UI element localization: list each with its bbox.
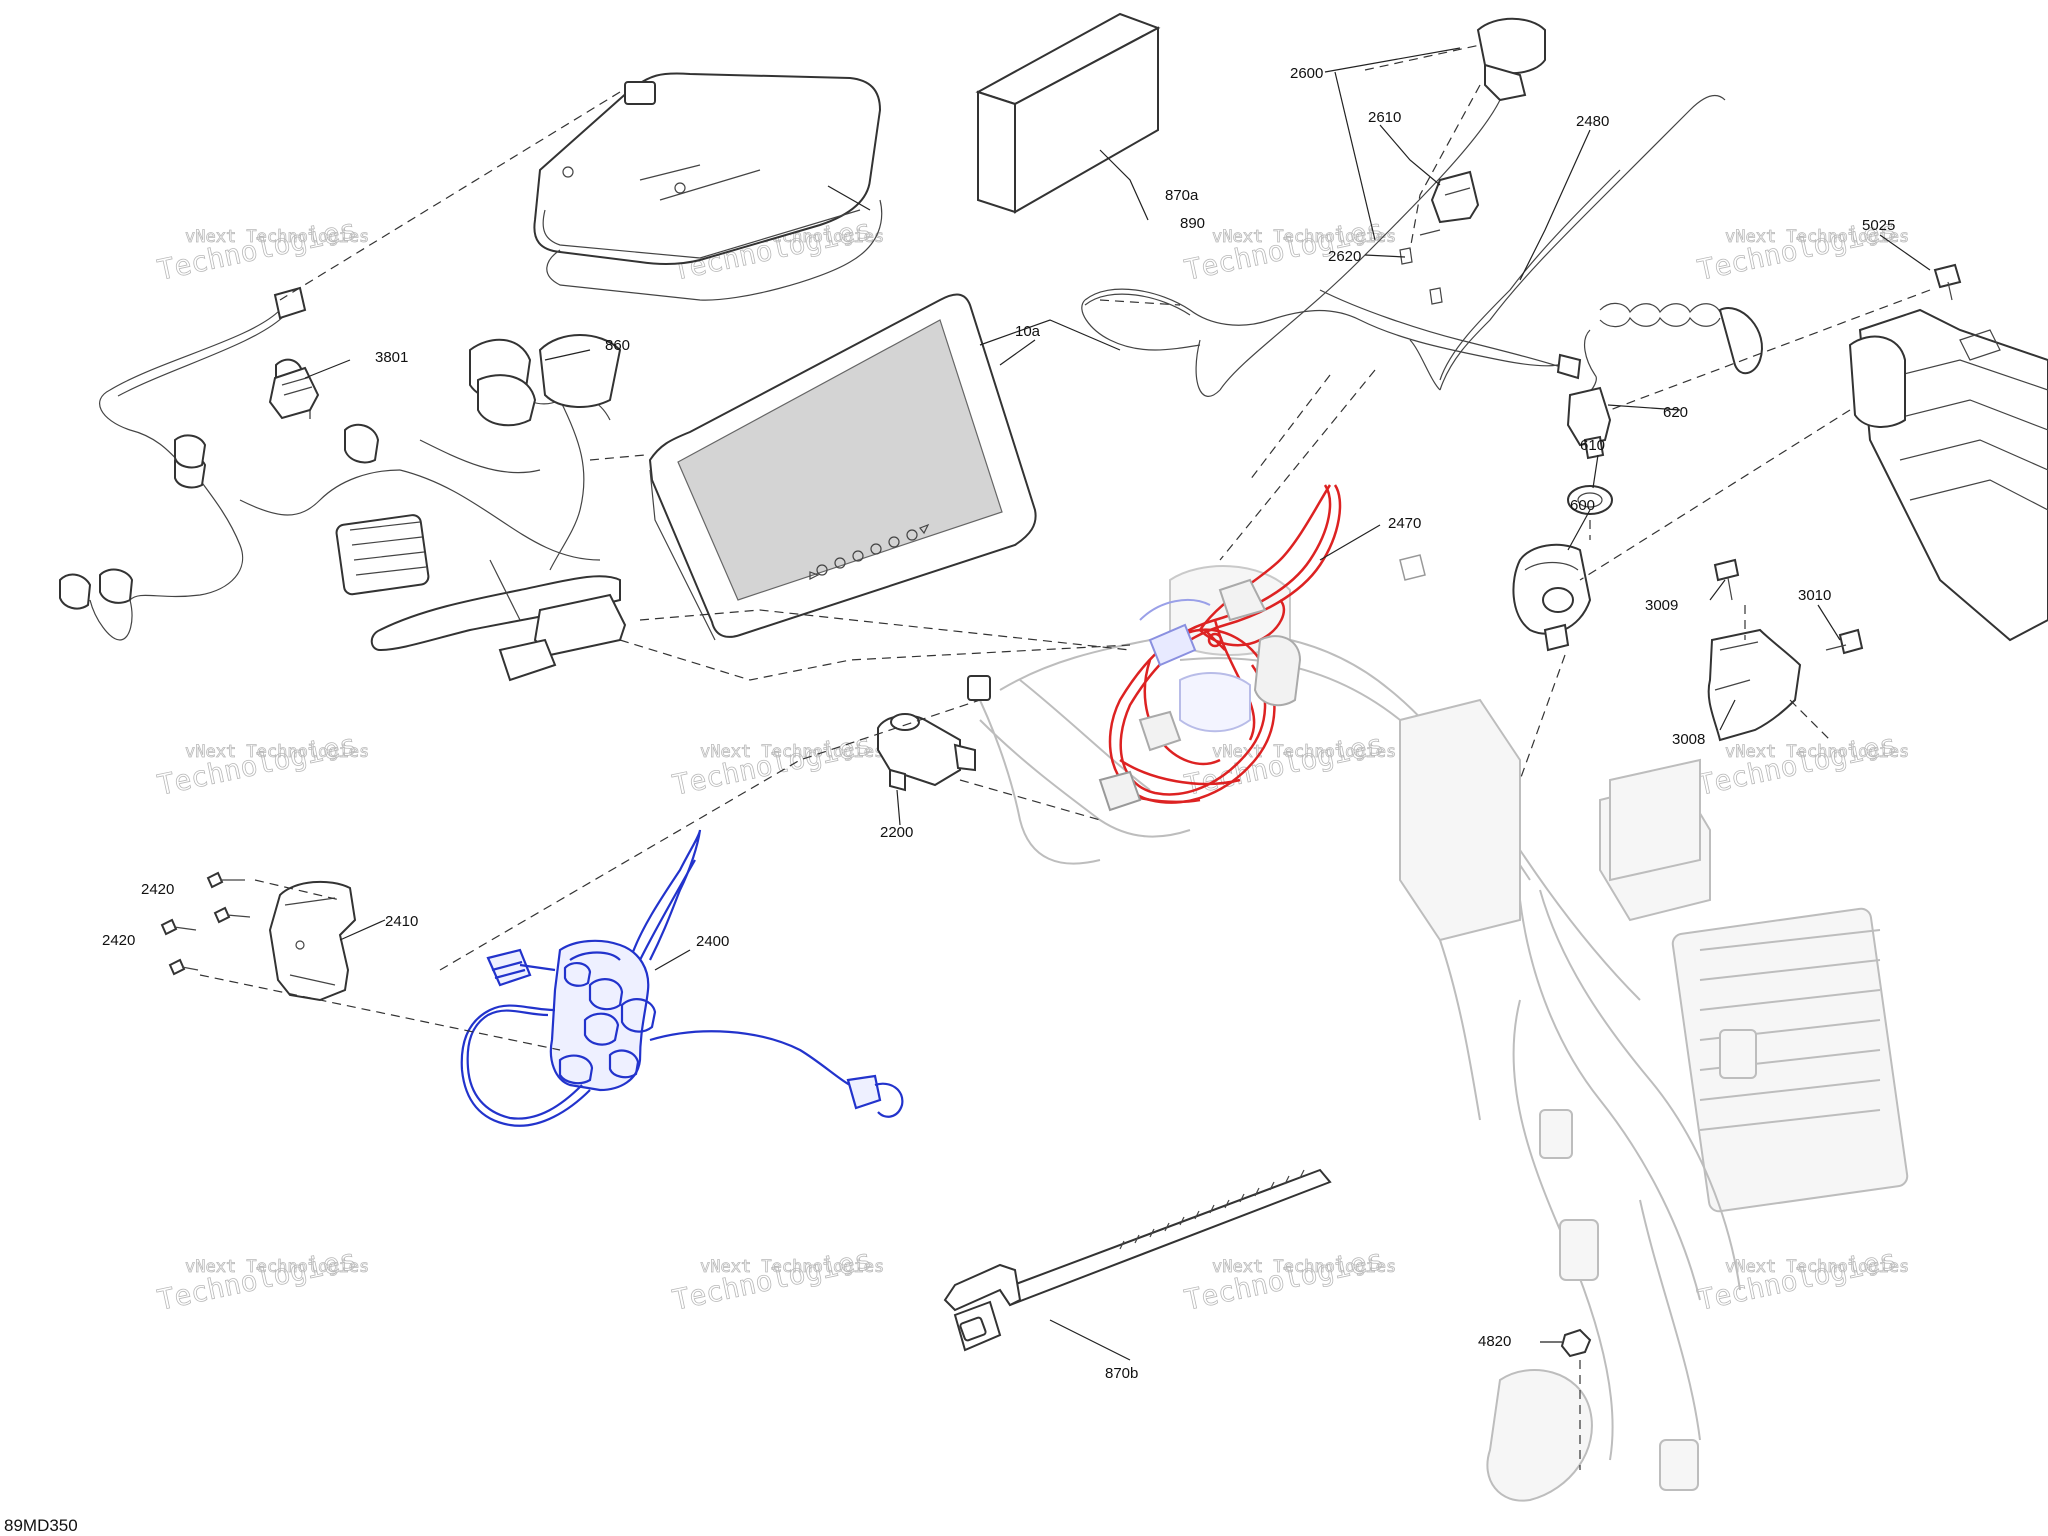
watermark: vNext Technologies Technologies (669, 727, 884, 802)
label-860: 860 (605, 337, 630, 354)
label-2420-bottom: 2420 (102, 932, 135, 949)
label-610: 610 (1580, 437, 1605, 454)
label-3009: 3009 (1645, 597, 1678, 614)
watermark-line2: Technologies (670, 1243, 875, 1317)
watermark: vNext Technologies Technologies (154, 212, 369, 287)
watermark: vNext Technologies Technologies (1181, 727, 1396, 802)
watermark-line2: Technologies (155, 728, 360, 802)
label-4820: 4820 (1478, 1333, 1511, 1350)
watermark-line2: Technologies (670, 728, 875, 802)
label-3801: 3801 (375, 349, 408, 366)
part-2420-screws (160, 871, 251, 976)
watermark-line1: vNext Technologies (185, 227, 369, 247)
ecu-module (1848, 308, 2048, 642)
watermark: vNext Technologies Technologies (1181, 212, 1396, 287)
diagram-reference-code: 89MD350 (4, 1516, 78, 1535)
part-3010-bolt (1825, 628, 1864, 655)
watermark: vNext Technologies Technologies (154, 727, 369, 802)
part-890-module (533, 72, 883, 301)
part-2480-cable (1081, 95, 1726, 391)
label-5025: 5025 (1862, 217, 1895, 234)
label-2400: 2400 (696, 933, 729, 950)
part-870b-cable-tie (943, 1168, 1332, 1352)
watermark-line1: vNext Technologies (1212, 227, 1396, 247)
watermark-line1: vNext Technologies (1212, 1257, 1396, 1277)
label-870a: 870a (1165, 187, 1199, 204)
watermark: vNext Technologies Technologies (1181, 1242, 1396, 1317)
display-buttons (809, 523, 930, 580)
watermark: vNext Technologies Technologies (1694, 1242, 1909, 1317)
part-2400-switch-highlight (460, 829, 904, 1127)
label-3010: 3010 (1798, 587, 1831, 604)
watermark-line2: Technologies (1695, 1243, 1900, 1317)
watermark-grid: vNext Technologies Technologies vNext Te… (154, 212, 1909, 1317)
handlebar-switch-ghost (967, 554, 1426, 865)
label-600: 600 (1570, 497, 1595, 514)
label-2470: 2470 (1388, 515, 1421, 532)
watermark: vNext Technologies Technologies (669, 1242, 884, 1317)
watermark-line1: vNext Technologies (1725, 227, 1909, 247)
label-620: 620 (1663, 404, 1688, 421)
leader-lines (304, 47, 1931, 1361)
part-620-coil-cord (1566, 302, 1763, 460)
explode-lines (199, 44, 1931, 1470)
part-3009-bolt (1713, 558, 1740, 601)
label-2620: 2620 (1328, 248, 1361, 265)
watermark-line2: Technologies (155, 213, 360, 287)
watermark-line1: vNext Technologies (700, 1257, 884, 1277)
watermark-line1: vNext Technologies (1725, 742, 1909, 762)
watermark-line2: Technologies (1182, 1243, 1387, 1317)
label-2420-top: 2420 (141, 881, 174, 898)
label-2480: 2480 (1576, 113, 1609, 130)
watermark-line1: vNext Technologies (185, 1257, 369, 1277)
part-labels: 890 870a 2600 2610 2620 2480 5025 860 38… (102, 65, 1895, 1382)
label-3008: 3008 (1672, 731, 1705, 748)
label-2410: 2410 (385, 913, 418, 930)
part-4820-nut (1560, 1328, 1592, 1358)
part-2200-sensor (877, 713, 976, 792)
part-600-switch (1512, 543, 1592, 652)
part-3008-bracket (1707, 628, 1802, 742)
part-10a-display (648, 293, 1037, 641)
part-2410-cover (268, 880, 357, 1002)
label-2200: 2200 (880, 824, 913, 841)
part-5025-bolt (1933, 263, 1962, 301)
part-860-harness (59, 286, 627, 682)
watermark-line1: vNext Technologies (1725, 1257, 1909, 1277)
watermark-line2: Technologies (155, 1243, 360, 1317)
part-610-grommet (1567, 485, 1613, 515)
part-2600-sensor-cable (1195, 17, 1546, 397)
watermark-line1: vNext Technologies (185, 742, 369, 762)
watermark-line2: Technologies (1182, 728, 1387, 802)
label-890: 890 (1180, 215, 1205, 232)
label-2610: 2610 (1368, 109, 1401, 126)
part-870a-foam-block (975, 12, 1161, 214)
label-2600: 2600 (1290, 65, 1323, 82)
watermark: vNext Technologies Technologies (154, 1242, 369, 1317)
label-10a: 10a (1015, 323, 1041, 340)
label-870b: 870b (1105, 1365, 1138, 1382)
